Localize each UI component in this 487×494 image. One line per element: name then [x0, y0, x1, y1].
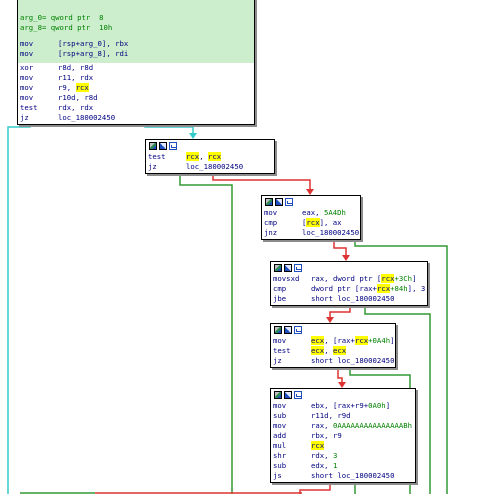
graph-group-icon[interactable] [294, 326, 302, 334]
block-entry[interactable]: arg_0= qword ptr 8 arg_8= qword ptr 10h … [17, 0, 255, 125]
arrow-entry-to-b2 [189, 133, 197, 139]
graph-color-icon[interactable] [274, 326, 282, 334]
graph-rename-icon[interactable] [284, 391, 292, 399]
arg-8-line: arg_8= qword ptr 10h [20, 23, 113, 32]
arrow-b3-to-b4 [342, 255, 350, 261]
block-toolbar [271, 389, 415, 401]
graph-rename-icon[interactable] [284, 326, 292, 334]
graph-rename-icon[interactable] [275, 198, 283, 206]
edge-entry-left [7, 121, 31, 494]
jump-target-label[interactable]: short loc_180002450 [311, 356, 395, 365]
jump-target-label[interactable]: loc_180002450 [186, 162, 244, 171]
edge-b5-to-b6-false [337, 370, 343, 383]
arrow-b4-to-b5 [326, 317, 334, 323]
graph-color-icon[interactable] [274, 391, 282, 399]
register-highlight[interactable]: ecx [311, 336, 325, 345]
edge-b2-true [179, 174, 233, 494]
register-highlight[interactable]: rcx [354, 336, 369, 345]
register-highlight[interactable]: rcx [186, 152, 200, 161]
arg-0-line: arg_0= qword ptr 8 [20, 13, 104, 22]
arrow-b5-to-b6 [338, 382, 346, 388]
edge-b2-to-b3-false [212, 174, 311, 190]
graph-group-icon[interactable] [294, 264, 302, 272]
register-highlight[interactable]: rcx [207, 152, 222, 161]
edge-b3-to-b4-false [333, 241, 347, 256]
arrow-b2-to-b3 [306, 189, 314, 195]
block-toolbar [271, 324, 395, 336]
edge-b4-true [364, 305, 431, 494]
block-toolbar [146, 140, 274, 152]
jump-target-label[interactable]: short loc_180002450 [311, 471, 395, 480]
graph-group-icon[interactable] [285, 198, 293, 206]
graph-rename-icon[interactable] [159, 142, 167, 150]
register-highlight[interactable]: rcx [311, 441, 325, 450]
asm-line[interactable]: cmp[rcx], ax [264, 218, 342, 227]
register-highlight[interactable]: ecx [332, 346, 347, 355]
graph-color-icon[interactable] [274, 264, 282, 272]
register-highlight[interactable]: rcx [306, 218, 320, 227]
graph-rename-icon[interactable] [284, 264, 292, 272]
edge-b4-to-b5-false [329, 305, 351, 318]
asm-line[interactable]: mov[rsp+arg_8], rdi [20, 49, 129, 58]
asm-line[interactable]: mov[rsp+arg_0], rbx [20, 39, 129, 48]
register-highlight[interactable]: ecx [311, 346, 325, 355]
jump-target-label[interactable]: short loc_180002450 [311, 294, 395, 303]
graph-color-icon[interactable] [265, 198, 273, 206]
block-toolbar [262, 196, 360, 208]
register-highlight[interactable]: rcx [381, 274, 395, 283]
graph-group-icon[interactable] [294, 391, 302, 399]
block-toolbar [271, 262, 427, 274]
jump-target-label[interactable]: loc_180002450 [302, 228, 360, 237]
graph-color-icon[interactable] [149, 142, 157, 150]
edge-b6-false [299, 484, 331, 494]
register-highlight[interactable]: rcx [376, 284, 391, 293]
edge-b3-true [354, 241, 448, 494]
register-highlight[interactable]: rcx [75, 83, 89, 92]
block-entry-args: arg_0= qword ptr 8 arg_8= qword ptr 10h … [18, 0, 254, 63]
jump-target-label[interactable]: loc_180002450 [58, 113, 116, 122]
graph-group-icon[interactable] [169, 142, 177, 150]
